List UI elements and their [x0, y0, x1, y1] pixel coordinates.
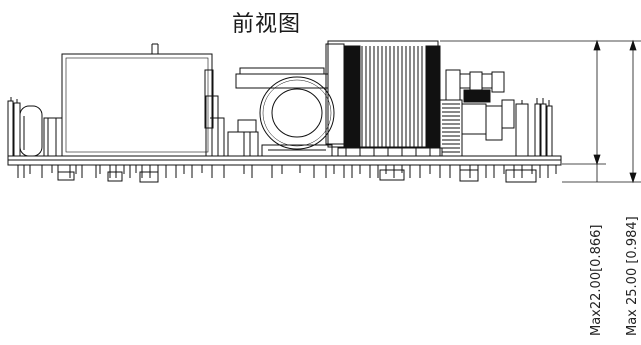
mid-components [227, 67, 329, 157]
left-capacitor [19, 105, 63, 157]
pcb-board [7, 155, 562, 166]
coil-inductor [439, 99, 463, 157]
right-small-components [445, 69, 529, 157]
bottom-leads [17, 165, 557, 183]
main-transformer [325, 40, 443, 157]
toroid-inductor [259, 76, 335, 157]
dimension-lines [440, 39, 641, 184]
left-connector [7, 97, 21, 157]
large-transformer [61, 43, 225, 157]
dimension-label-max-height: Max22.00[0.866] [589, 224, 604, 336]
dimension-label-max-overall-height: Max 25.00 [0.984] [625, 216, 640, 336]
drawing-title: 前视图 [232, 12, 302, 37]
right-connector [534, 98, 553, 157]
